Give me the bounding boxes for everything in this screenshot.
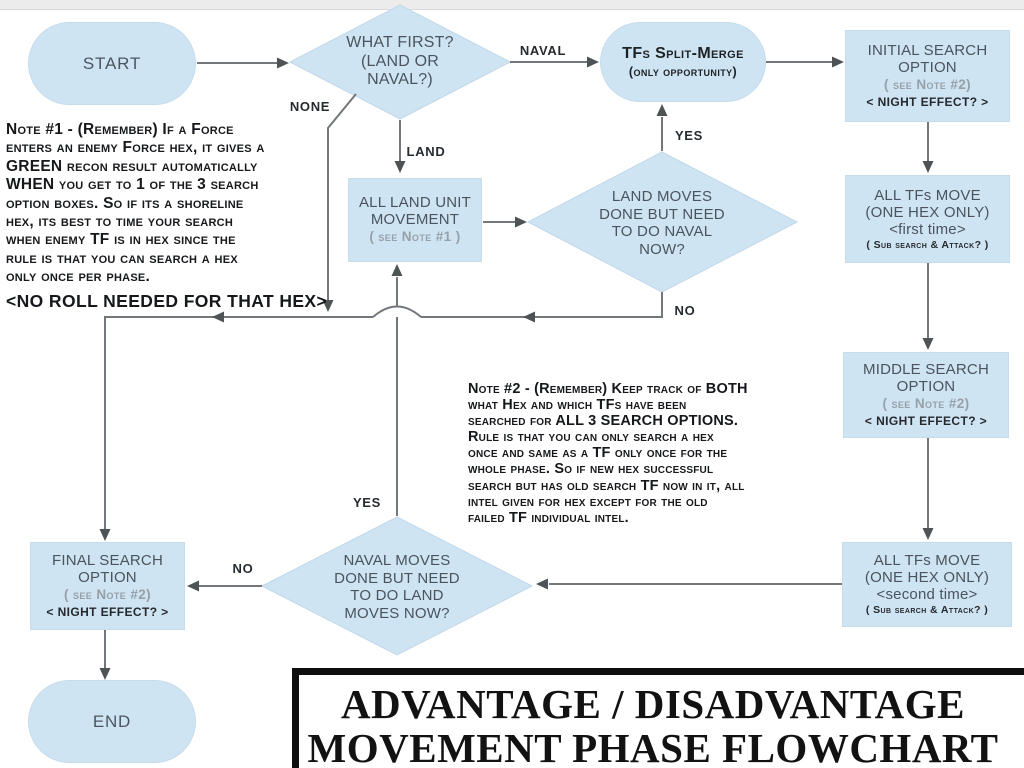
all-tfs-move-2-line3: <second time>: [876, 586, 978, 603]
all-tfs-move-second-node: ALL TFs MOVE (ONE HEX ONLY) <second time…: [842, 542, 1012, 627]
note1-no-roll-line: <NO ROLL NEEDED FOR THAT HEX>: [6, 290, 328, 311]
edge-label-none: NONE: [289, 99, 331, 114]
initial-search-line2: OPTION: [898, 59, 957, 76]
land-moves-diamond-text: LAND MOVES DONE BUT NEED TO DO NAVAL NOW…: [582, 188, 742, 258]
note2-line: intel given for hex except for the old: [468, 493, 708, 510]
final-search-note-ref: ( see Note #2): [63, 587, 152, 602]
all-tfs-move-1-sub-search: ( Sub search & Attack? ): [866, 238, 989, 251]
note1-line: hex, its best to time your search: [6, 213, 234, 231]
note2-line: Rule is that you can only search a hex: [468, 429, 714, 446]
land-moves-line1: LAND MOVES: [611, 188, 713, 205]
edge-label-no-bottom: NO: [232, 561, 254, 576]
initial-search-night-effect: < NIGHT EFFECT? >: [866, 95, 989, 109]
chart-title-box: ADVANTAGE / DISADVANTAGE MOVEMENT PHASE …: [292, 668, 1024, 768]
tfs-split-merge-node: TFs Split-Merge (only opportunity): [600, 22, 766, 102]
initial-search-note-ref: ( see Note #2): [883, 77, 972, 92]
tfs-split-merge-label: TFs Split-Merge: [622, 45, 744, 62]
note-2-text: Note #2 - (Remember) Keep track of BOTH …: [468, 381, 868, 526]
middle-search-node: MIDDLE SEARCH OPTION ( see Note #2) < NI…: [843, 352, 1009, 438]
edge-label-yes-bottom: YES: [352, 495, 382, 510]
all-tfs-move-2-line1: ALL TFs MOVE: [873, 552, 981, 569]
tfs-split-merge-sub: (only opportunity): [628, 65, 738, 79]
note1-line: only once per phase.: [6, 268, 151, 286]
final-search-line1: FINAL SEARCH: [51, 552, 164, 569]
middle-search-note-ref: ( see Note #2): [882, 396, 970, 411]
middle-search-line1: MIDDLE SEARCH: [863, 361, 989, 378]
edge-label-no-middle: NO: [674, 303, 696, 318]
note1-line: GREEN recon result automatically: [6, 157, 258, 175]
naval-moves-line2: DONE BUT NEED: [334, 569, 460, 587]
naval-moves-line3: TO DO LAND: [350, 587, 444, 604]
what-first-line2: (LAND OR: [360, 52, 440, 70]
note2-line: searched for ALL 3 SEARCH OPTIONS.: [468, 413, 739, 430]
initial-search-line1: INITIAL SEARCH: [867, 42, 988, 59]
note1-line: enters an enemy Force hex, it gives a: [6, 139, 265, 157]
all-tfs-move-1-line2: (ONE HEX ONLY): [865, 203, 990, 221]
note2-line: failed TF individual intel.: [468, 509, 629, 526]
all-tfs-move-2-sub-search: ( Sub search & Attack? ): [865, 604, 989, 616]
title-line1: ADVANTAGE / DISADVANTAGE: [340, 681, 966, 727]
note2-line: Note #2 - (Remember) Keep track of BOTH: [468, 381, 748, 397]
start-label: START: [82, 53, 142, 73]
end-label: END: [92, 711, 132, 731]
note1-line: Note #1 - (Remember) If a Force: [6, 121, 234, 138]
what-first-line3: NAVAL?): [367, 71, 433, 88]
note-1-text: Note #1 - (Remember) If a Force enters a…: [6, 121, 346, 310]
land-moves-line2: DONE BUT NEED: [599, 205, 725, 223]
note2-line: search but has old search TF now in it, …: [468, 477, 745, 494]
all-land-line2: MOVEMENT: [370, 211, 460, 228]
start-node: START: [28, 22, 196, 105]
all-land-line1: ALL LAND UNIT: [358, 194, 472, 211]
edge-label-land: LAND: [406, 144, 446, 159]
final-search-node: FINAL SEARCH OPTION ( see Note #2) < NIG…: [30, 542, 185, 630]
edge-label-yes-top: YES: [674, 128, 704, 143]
middle-search-night-effect: < NIGHT EFFECT? >: [864, 414, 988, 428]
what-first-diamond-text: WHAT FIRST? (LAND OR NAVAL?): [320, 34, 480, 90]
what-first-diamond-shape: [288, 4, 512, 120]
edge-label-naval: NAVAL: [519, 43, 567, 58]
land-moves-line4: NOW?: [639, 240, 685, 258]
note2-line: whole phase. So if new hex successful: [468, 461, 714, 478]
what-first-line1: WHAT FIRST?: [346, 34, 454, 51]
all-tfs-move-first-node: ALL TFs MOVE (ONE HEX ONLY) <first time>…: [845, 175, 1010, 263]
note1-line: rule is that you can search a hex: [6, 249, 238, 267]
note1-line: option boxes. So if its a shoreline: [6, 194, 244, 212]
title-line2: MOVEMENT PHASE FLOWCHART: [307, 725, 999, 768]
note2-line: what Hex and which TFs have been: [468, 397, 687, 414]
all-land-note-ref: ( see Note #1 ): [369, 229, 461, 244]
note1-line: WHEN you get to 1 of the 3 search: [6, 176, 259, 194]
note2-line: once and same as a TF only once for the: [468, 445, 728, 462]
land-moves-line3: TO DO NAVAL: [611, 223, 713, 240]
all-tfs-move-1-line1: ALL TFs MOVE: [874, 186, 981, 204]
end-node: END: [28, 680, 196, 763]
note1-line: when enemy TF is in hex since the: [6, 231, 236, 249]
final-search-line2: OPTION: [78, 569, 137, 586]
naval-moves-line4: MOVES NOW?: [344, 604, 450, 622]
naval-moves-line1: NAVAL MOVES: [343, 552, 451, 569]
all-tfs-move-2-line2: (ONE HEX ONLY): [864, 569, 990, 586]
all-land-movement-node: ALL LAND UNIT MOVEMENT ( see Note #1 ): [348, 178, 482, 262]
top-edge-strip: [0, 0, 1024, 10]
all-tfs-move-1-line3: <first time>: [889, 220, 966, 238]
naval-moves-diamond-text: NAVAL MOVES DONE BUT NEED TO DO LAND MOV…: [317, 552, 477, 622]
final-search-night-effect: < NIGHT EFFECT? >: [46, 605, 169, 619]
initial-search-node: INITIAL SEARCH OPTION ( see Note #2) < N…: [845, 30, 1010, 122]
naval-moves-diamond-shape: [260, 516, 534, 656]
middle-search-line2: OPTION: [896, 378, 956, 395]
